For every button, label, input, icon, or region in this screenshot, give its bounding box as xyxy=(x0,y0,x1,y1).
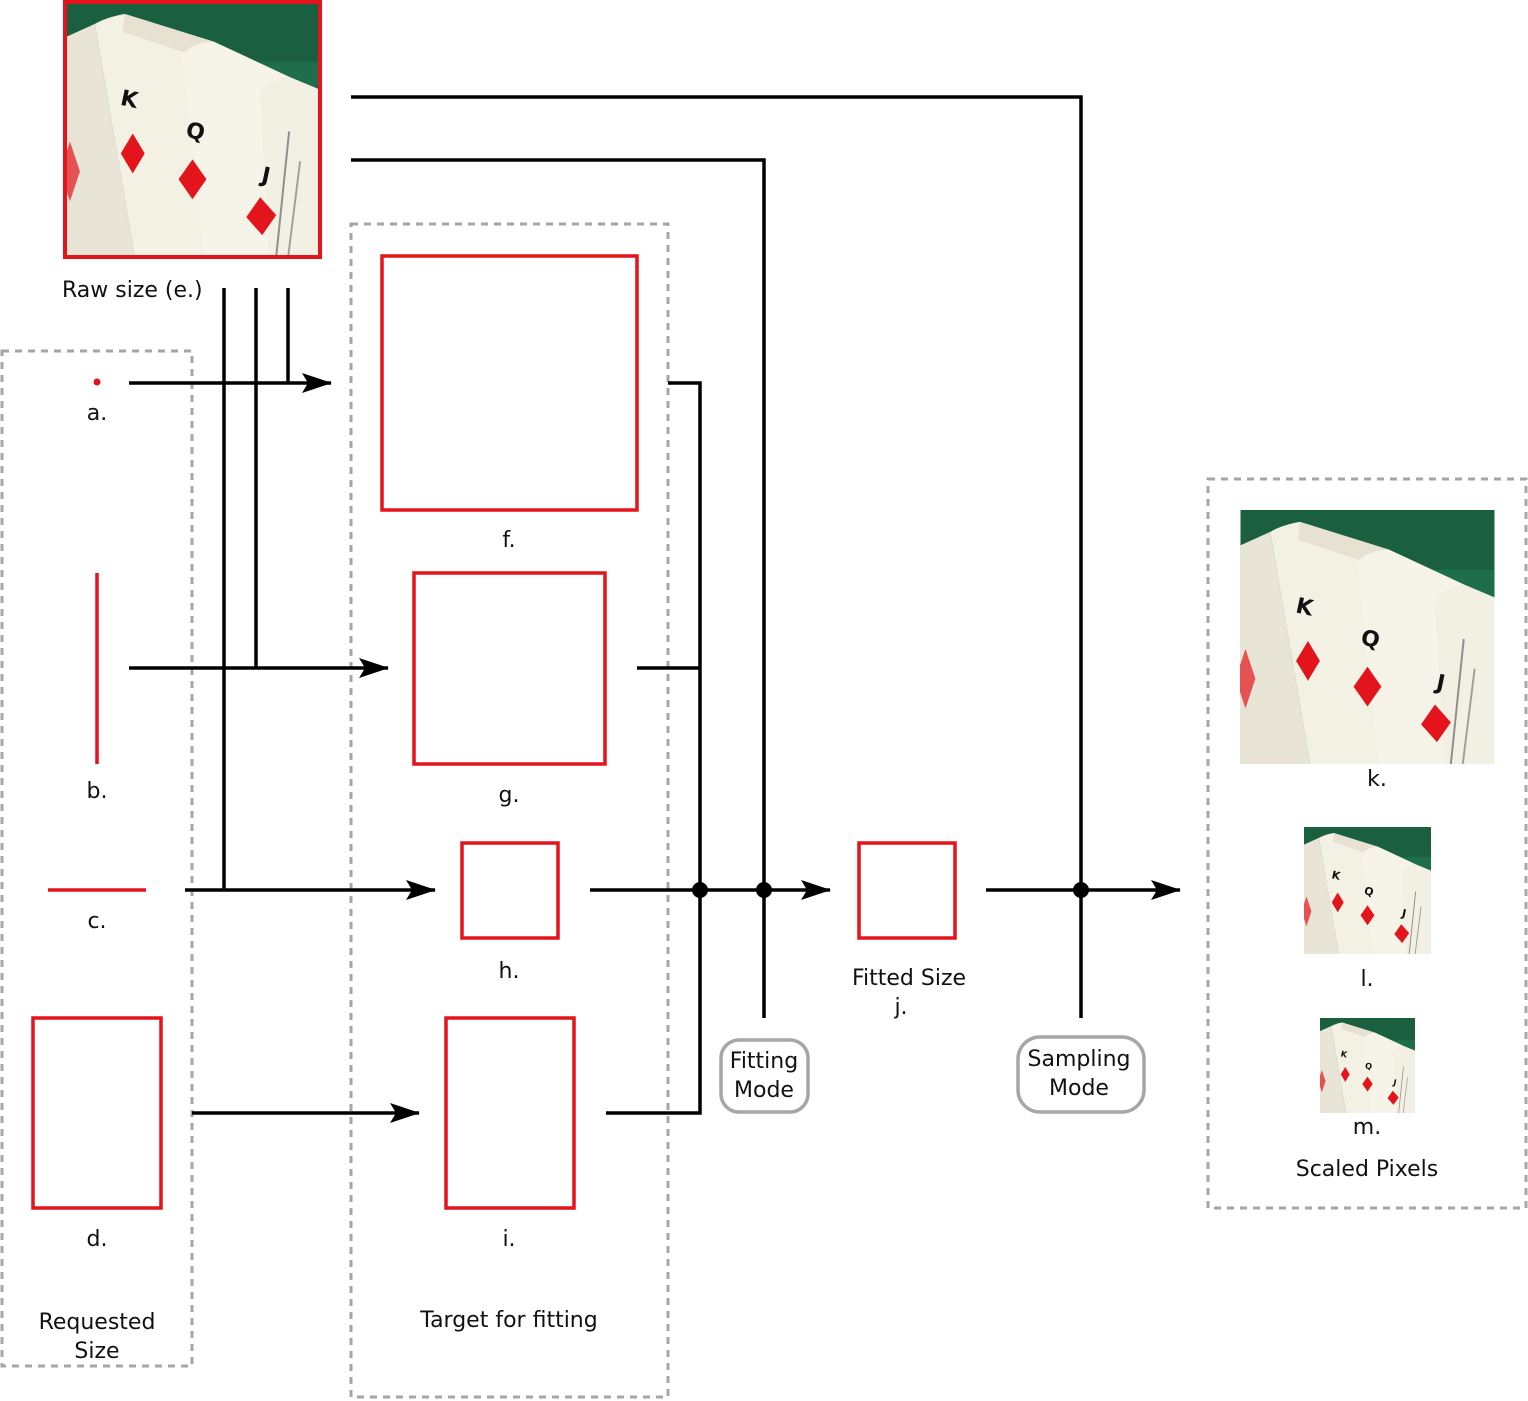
requested-title-line1: Requested xyxy=(39,1310,156,1335)
sampling-node xyxy=(1073,882,1089,898)
raw-to-sampling-wire xyxy=(351,95,1083,1018)
sampling-mode-line2: Mode xyxy=(1049,1076,1109,1101)
scaled-k-label: k. xyxy=(1367,767,1387,792)
requested-d-label: d. xyxy=(87,1227,108,1252)
sampling-mode-line1: Sampling xyxy=(1028,1047,1131,1072)
target-panel xyxy=(349,222,670,1399)
target-g-box xyxy=(412,571,607,766)
fitting-node xyxy=(756,882,772,898)
requested-a-label: a. xyxy=(87,401,107,426)
scaled-image-k xyxy=(1240,510,1495,764)
fitted-size-box xyxy=(857,841,957,940)
scaled-l-label: l. xyxy=(1360,967,1373,992)
raw-to-fitting-wire xyxy=(351,158,766,1018)
scaled-image-m xyxy=(1320,1018,1415,1113)
scaled-pixels-panel xyxy=(1206,477,1528,1210)
target-h-label: h. xyxy=(499,959,520,984)
sampling-mode-box xyxy=(1016,1035,1146,1114)
fitted-size-line1: Fitted Size xyxy=(852,966,966,991)
target-f-label: f. xyxy=(502,528,515,553)
scaled-image-l xyxy=(1304,827,1431,954)
raw-size-label: Raw size (e.) xyxy=(62,278,203,303)
requested-size-panel xyxy=(0,349,194,1368)
requested-b-label: b. xyxy=(87,779,108,804)
scaled-pixels-title: Scaled Pixels xyxy=(1296,1157,1439,1182)
target-g-label: g. xyxy=(499,783,520,808)
merge-node xyxy=(692,882,708,898)
target-i-label: i. xyxy=(502,1227,515,1252)
requested-a-dot xyxy=(93,378,101,386)
raw-image xyxy=(63,0,322,259)
fitted-size-line2: j. xyxy=(893,995,907,1020)
requested-d-box xyxy=(31,1016,163,1210)
requested-c-label: c. xyxy=(87,909,106,934)
scaled-m-label: m. xyxy=(1353,1115,1381,1140)
fitting-mode-box xyxy=(719,1038,810,1114)
f-output-wire xyxy=(606,381,702,1115)
target-h-box xyxy=(460,841,560,940)
requested-title-line2: Size xyxy=(74,1339,119,1364)
fitting-mode-line1: Fitting xyxy=(730,1049,798,1074)
target-f-box xyxy=(380,254,639,512)
target-title: Target for fitting xyxy=(419,1308,597,1333)
fitting-mode-line2: Mode xyxy=(734,1078,794,1103)
target-i-box xyxy=(444,1016,576,1210)
